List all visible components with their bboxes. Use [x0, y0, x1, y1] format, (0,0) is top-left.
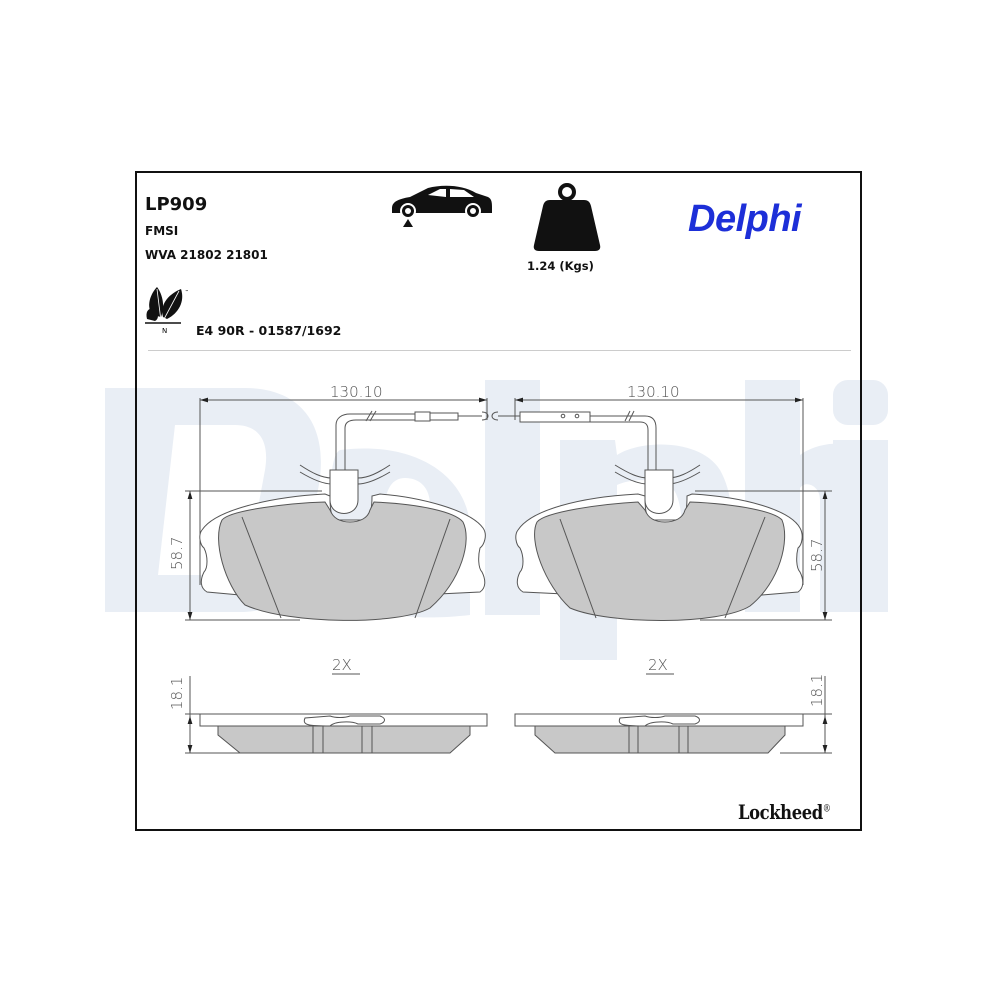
left-thickness-dimension: 18.1 [168, 677, 186, 710]
right-quantity: 2X [648, 656, 668, 674]
spec-sheet-frame [135, 171, 862, 831]
lockheed-logo: Lockheed® [738, 800, 831, 824]
left-height-dimension: 58.7 [168, 537, 186, 570]
eco-leaf-icon: N ™ [145, 287, 189, 335]
eco-tm: ™ [185, 289, 189, 294]
left-pad-side-view: 2X 18.1 [168, 656, 488, 754]
right-pad-side-view: 2X 18.1 [514, 656, 832, 754]
header-separator [148, 350, 851, 351]
left-width-dimension: 130.10 [330, 383, 383, 401]
right-height-dimension: 58.7 [808, 539, 826, 572]
left-pad-front-view: 130.10 58.7 [168, 383, 489, 621]
fmsi-label: FMSI [145, 224, 179, 238]
registered-mark: ® [822, 803, 831, 815]
weight-icon [533, 183, 601, 251]
eco-mark: N [162, 327, 167, 335]
left-quantity: 2X [332, 656, 352, 674]
lockheed-text: Lockheed [738, 800, 823, 824]
part-number: LP909 [145, 194, 208, 215]
right-thickness-dimension: 18.1 [808, 674, 826, 707]
right-pad-front-view: 130.10 58.7 [491, 383, 832, 621]
approval-number: E4 90R - 01587/1692 [196, 323, 342, 338]
car-front-axle-icon [392, 185, 492, 227]
right-width-dimension: 130.10 [627, 383, 680, 401]
wva-numbers: WVA 21802 21801 [145, 248, 268, 262]
delphi-logo: Delphi [688, 198, 802, 240]
weight-value: 1.24 (Kgs) [527, 259, 594, 273]
